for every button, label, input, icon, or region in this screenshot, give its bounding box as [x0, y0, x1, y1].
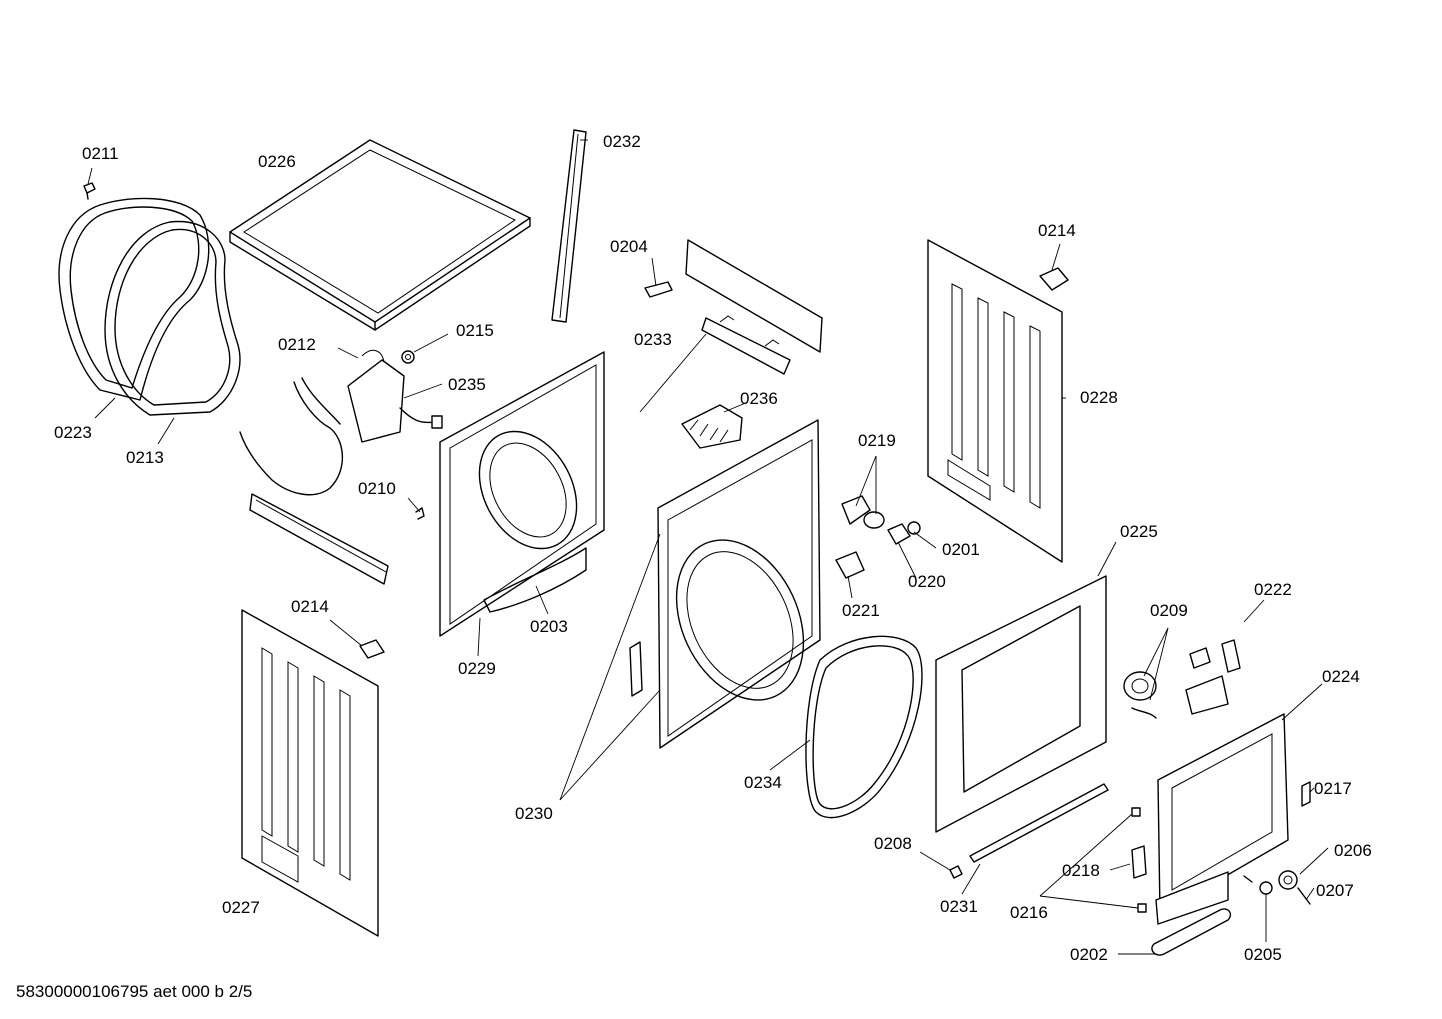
part-screw-small: [1243, 875, 1253, 883]
part-0205-button: [1259, 881, 1273, 895]
label-0229: 0229: [458, 659, 496, 678]
label-0227: 0227: [222, 898, 260, 917]
part-0212-0235-electronics: [347, 349, 443, 443]
label-0204: 0204: [610, 237, 648, 256]
label-0203: 0203: [530, 617, 568, 636]
part-0208-clip: [949, 865, 963, 879]
part-0213-seal: [104, 220, 241, 416]
part-0206-knob: [1278, 870, 1298, 890]
drawing-code: 58300000106795 aet 000 b 2/5: [16, 982, 252, 1001]
label-0231: 0231: [940, 897, 978, 916]
label-0212: 0212: [278, 335, 316, 354]
label-0232: 0232: [603, 132, 641, 151]
part-0204-clip: [644, 281, 673, 298]
label-0222: 0222: [1254, 580, 1292, 599]
part-0207-spring: [1297, 887, 1311, 905]
part-0218-button: [1131, 845, 1147, 879]
part-0230-front-frame: [629, 419, 821, 749]
label-0214-top: 0214: [1038, 221, 1076, 240]
label-0230: 0230: [515, 804, 553, 823]
part-0203-rear-panel: [439, 351, 605, 637]
part-0228-side-panel-right: [927, 239, 1063, 563]
part-0234-door-gasket: [805, 635, 923, 819]
part-0226-top-cover: [229, 139, 531, 331]
label-0228: 0228: [1080, 388, 1118, 407]
part-0217-clip: [1301, 781, 1311, 807]
leader-lines: [87, 139, 1329, 955]
label-0234: 0234: [744, 773, 782, 792]
label-0213: 0213: [126, 448, 164, 467]
part-0202-handle: [1151, 908, 1232, 956]
label-0226: 0226: [258, 152, 296, 171]
part-labels: 0211 0226 0232 0204 0214 0212 0215 0233 …: [54, 132, 1372, 964]
part-0236-bracket: [681, 404, 743, 449]
label-0208: 0208: [874, 834, 912, 853]
label-0210: 0210: [358, 479, 396, 498]
part-0221-switch: [835, 551, 865, 579]
label-0219: 0219: [858, 431, 896, 450]
part-0225-front-panel: [935, 575, 1107, 833]
part-0231-strip: [969, 783, 1109, 863]
label-0223: 0223: [54, 423, 92, 442]
label-0218: 0218: [1062, 861, 1100, 880]
part-0211-screw: [83, 182, 96, 200]
part-0215-knob: [401, 350, 415, 364]
label-0236: 0236: [740, 389, 778, 408]
part-0214-top-hinge: [1039, 267, 1069, 291]
part-0210-clip: [415, 507, 425, 520]
label-0205: 0205: [1244, 945, 1282, 964]
label-0201: 0201: [942, 540, 980, 559]
label-0217: 0217: [1314, 779, 1352, 798]
part-0209-pump: [1123, 671, 1157, 719]
label-0209: 0209: [1150, 601, 1188, 620]
label-0215: 0215: [456, 321, 494, 340]
part-0222-lock: [1185, 639, 1241, 715]
label-0233: 0233: [634, 330, 672, 349]
label-0207: 0207: [1316, 881, 1354, 900]
label-0224: 0224: [1322, 667, 1360, 686]
label-0214-bottom: 0214: [291, 597, 329, 616]
label-0220: 0220: [908, 572, 946, 591]
label-0221: 0221: [842, 601, 880, 620]
part-0223-seal: [58, 197, 210, 401]
part-0219-sensor: [841, 495, 885, 529]
label-0225: 0225: [1120, 522, 1158, 541]
part-duct-hose: [239, 377, 344, 496]
label-0216: 0216: [1010, 903, 1048, 922]
label-0202: 0202: [1070, 945, 1108, 964]
part-0232-strip: [551, 129, 587, 323]
part-0214-bottom-hinge: [359, 639, 385, 659]
part-0229-rail: [249, 493, 389, 585]
part-0227-side-panel-left: [241, 609, 379, 937]
label-0211: 0211: [82, 144, 119, 163]
label-0206: 0206: [1334, 841, 1372, 860]
label-0235: 0235: [448, 375, 486, 394]
part-0233-bracket: [685, 239, 823, 375]
part-0224-front-frame: [1155, 713, 1289, 925]
part-0201-0220-lamp: [887, 521, 921, 545]
